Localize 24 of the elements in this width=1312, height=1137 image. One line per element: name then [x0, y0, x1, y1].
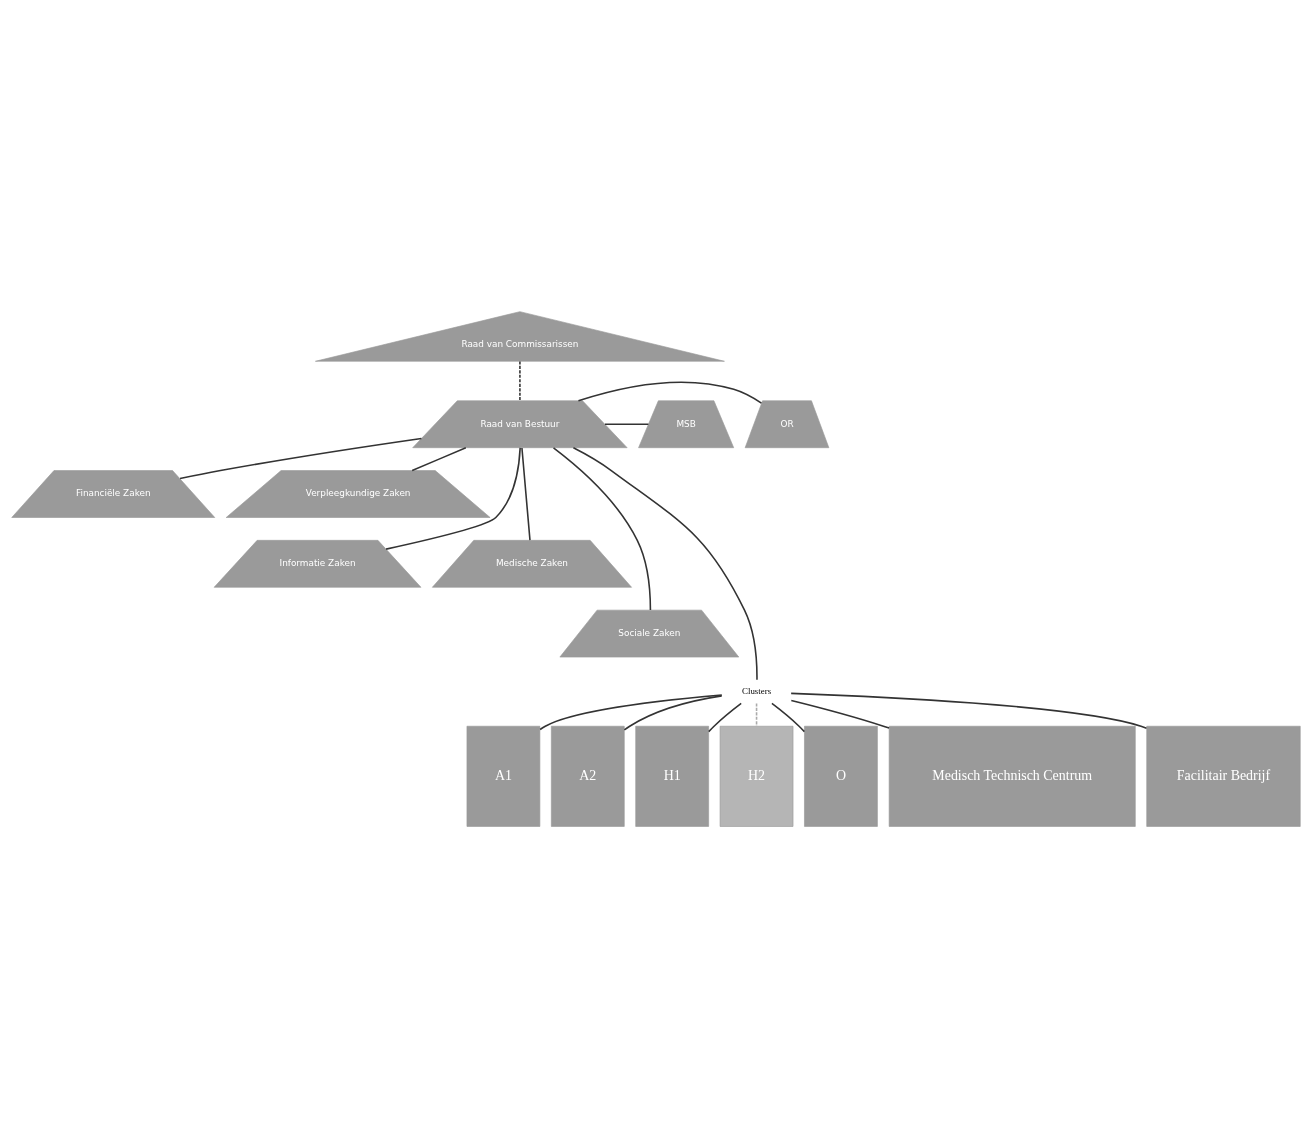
connector [179, 437, 423, 479]
connector [790, 699, 890, 729]
connector [755, 702, 758, 727]
connector [623, 694, 723, 731]
connector [771, 702, 806, 732]
connector [790, 692, 1148, 729]
node-box: A1 [466, 725, 541, 827]
connector [385, 446, 521, 550]
connector [707, 702, 742, 732]
connector [519, 360, 521, 401]
node-box: H2 [719, 725, 794, 827]
connector [411, 446, 467, 471]
node-box: Facilitair Bedrijf [1146, 725, 1301, 827]
connector [521, 446, 531, 541]
node-box: Medisch Technisch Centrum [888, 725, 1136, 827]
connector [572, 446, 758, 680]
connector [577, 381, 763, 404]
connector [539, 693, 723, 730]
node-text: Clusters [742, 685, 772, 696]
node-box: A2 [551, 725, 625, 827]
connector [604, 422, 650, 425]
connector [552, 446, 652, 611]
node-box: H1 [635, 725, 709, 827]
node-box: O [804, 725, 878, 827]
